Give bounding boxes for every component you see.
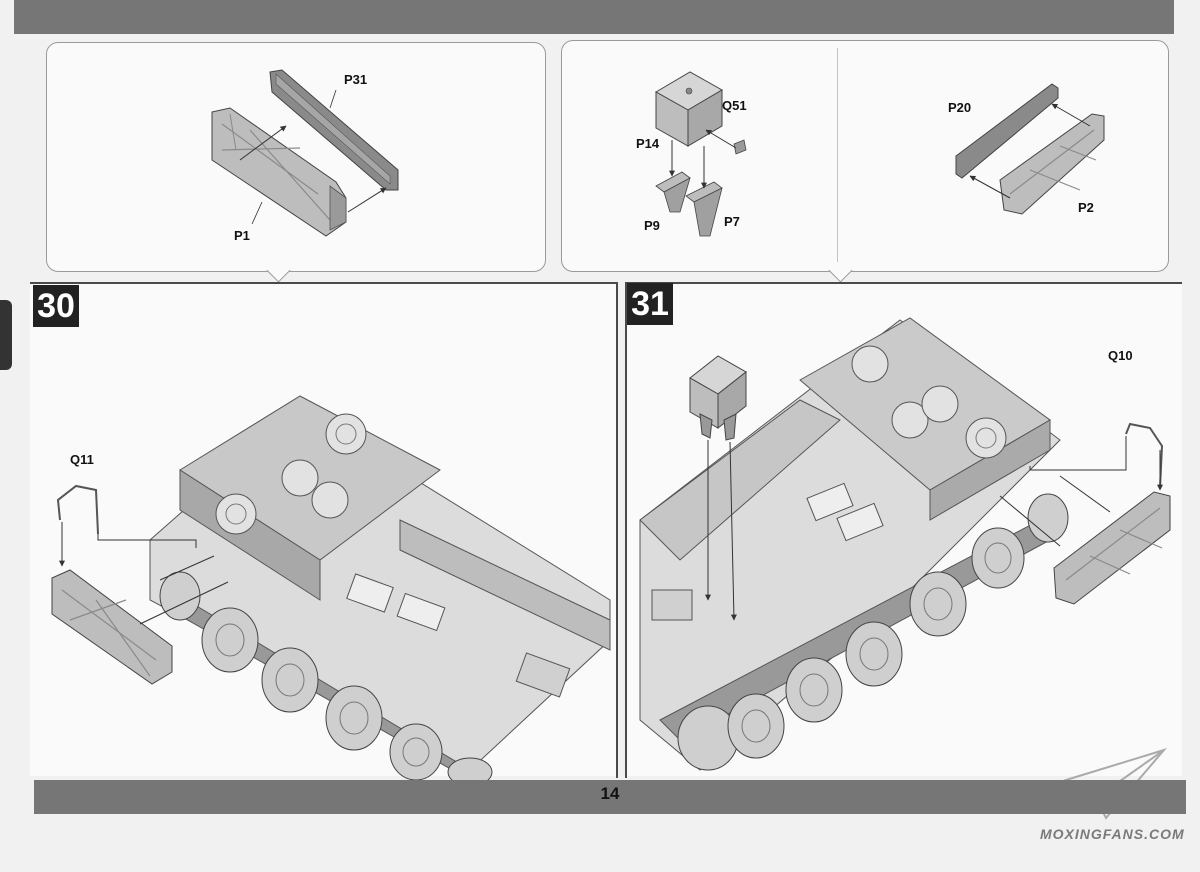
part-label-p1: P1 (234, 228, 250, 243)
step-30-top-rule (30, 282, 616, 284)
watermark-text: MOXINGFANS.COM (1040, 826, 1185, 842)
part-label-q10: Q10 (1108, 348, 1133, 363)
part-p9-drawing (655, 171, 691, 213)
part-label-q11: Q11 (70, 452, 94, 467)
step-30-vehicle-drawing (51, 395, 611, 787)
part-label-q51: Q51 (722, 98, 747, 113)
step-31-vehicle-drawing (639, 317, 1171, 771)
part-q51-drawing (733, 139, 747, 155)
part-p7-drawing (685, 181, 723, 237)
part-p14-drawing (654, 71, 724, 147)
part-p31-drawing (269, 69, 399, 191)
part-p20-drawing (955, 83, 1059, 179)
page-number: 14 (600, 784, 620, 803)
part-label-p2: P2 (1078, 200, 1094, 215)
step-30-right-rule (616, 282, 618, 778)
step-31-top-rule (626, 282, 1182, 284)
binding-edge (0, 300, 12, 370)
part-label-p7: P7 (724, 214, 740, 229)
part-label-p20: P20 (948, 100, 972, 115)
top-band (14, 0, 1174, 34)
part-p1-drawing (211, 107, 347, 237)
step-31-left-rule (625, 282, 627, 778)
step-number-badge: 31 (627, 283, 673, 325)
part-label-p31: P31 (344, 72, 368, 87)
step-number-badge: 30 (33, 285, 79, 327)
inset-step-31-divider (837, 48, 838, 262)
part-label-p14: P14 (636, 136, 660, 151)
part-label-p9: P9 (644, 218, 660, 233)
part-p2-drawing (999, 113, 1105, 215)
bottom-band (34, 780, 1186, 814)
